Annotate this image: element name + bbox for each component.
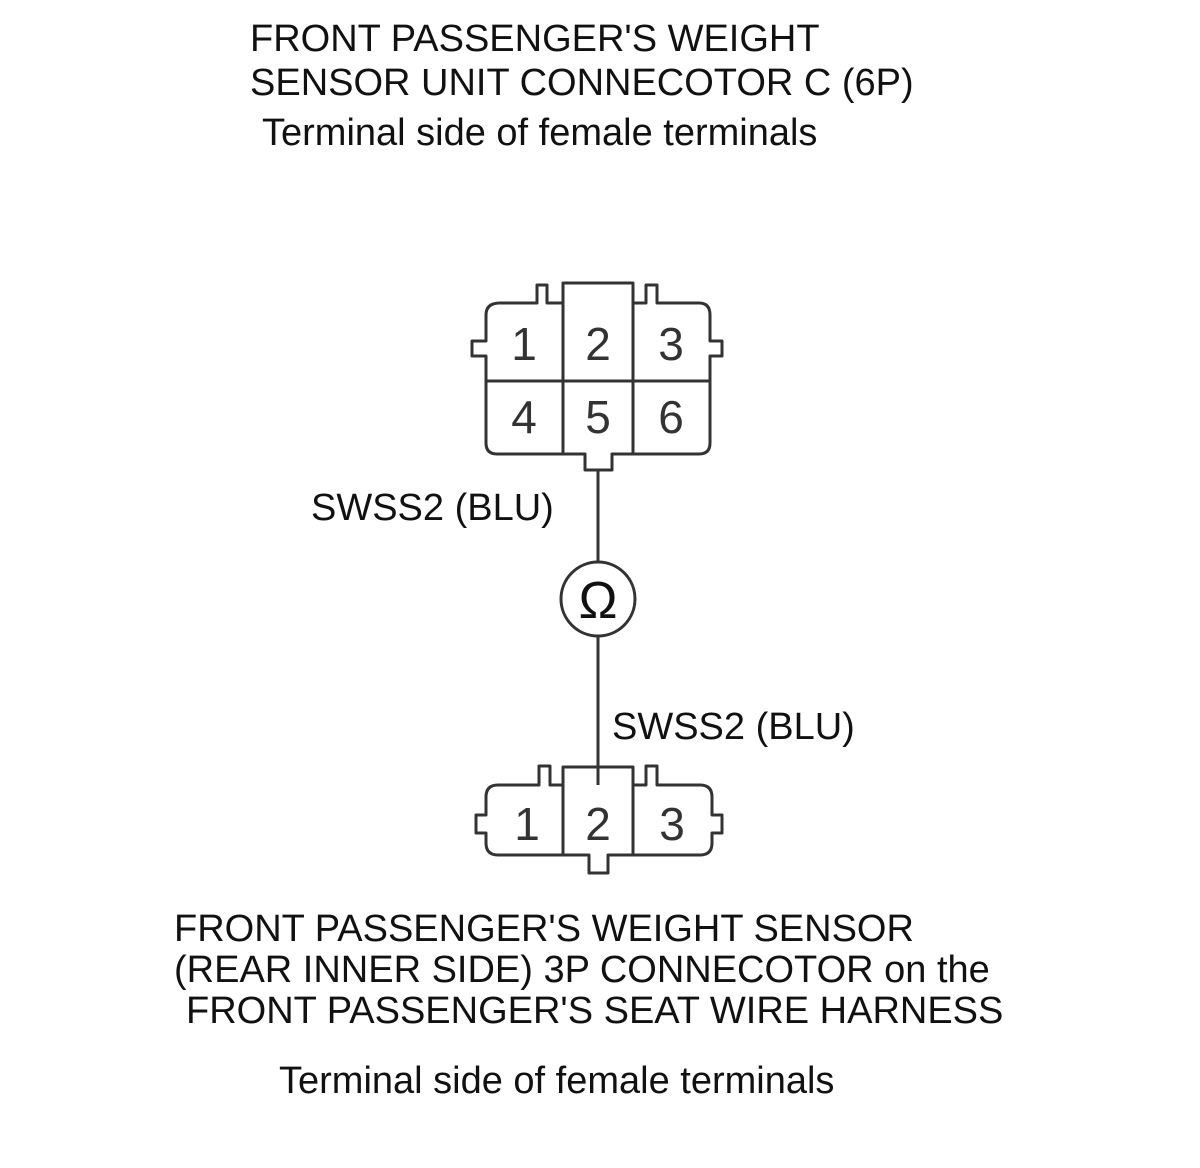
three-pin-terminal: 2 — [585, 798, 611, 850]
bottom-connector-title-line2: (REAR INNER SIDE) 3P CONNECOTOR on the — [174, 949, 990, 991]
top-connector-title-line1: FRONT PASSENGER'S WEIGHT — [250, 18, 820, 60]
wire-label-upper: SWSS2 (BLU) — [311, 487, 554, 529]
top-connector-title-line2: SENSOR UNIT CONNECOTOR C (6P) — [250, 62, 914, 104]
bottom-connector-title-line3: FRONT PASSENGER'S SEAT WIRE HARNESS — [186, 990, 1004, 1032]
six-pin-terminal: 3 — [658, 318, 684, 370]
six-pin-terminal: 4 — [511, 391, 537, 443]
three-pin-connector-outline — [474, 764, 724, 875]
bottom-connector-subtitle: Terminal side of female terminals — [279, 1060, 835, 1102]
six-pin-terminal: 2 — [585, 318, 611, 370]
six-pin-terminal: 1 — [511, 318, 537, 370]
six-pin-connector-outline — [470, 281, 724, 472]
top-connector-subtitle: Terminal side of female terminals — [262, 112, 818, 154]
three-pin-terminal: 3 — [659, 798, 685, 850]
six-pin-terminal: 6 — [658, 391, 684, 443]
ohm-symbol: Ω — [579, 572, 618, 630]
wire-label-lower: SWSS2 (BLU) — [612, 706, 855, 748]
bottom-connector-title-line1: FRONT PASSENGER'S WEIGHT SENSOR — [174, 908, 914, 950]
three-pin-terminal: 1 — [514, 798, 540, 850]
six-pin-terminal: 5 — [585, 391, 611, 443]
